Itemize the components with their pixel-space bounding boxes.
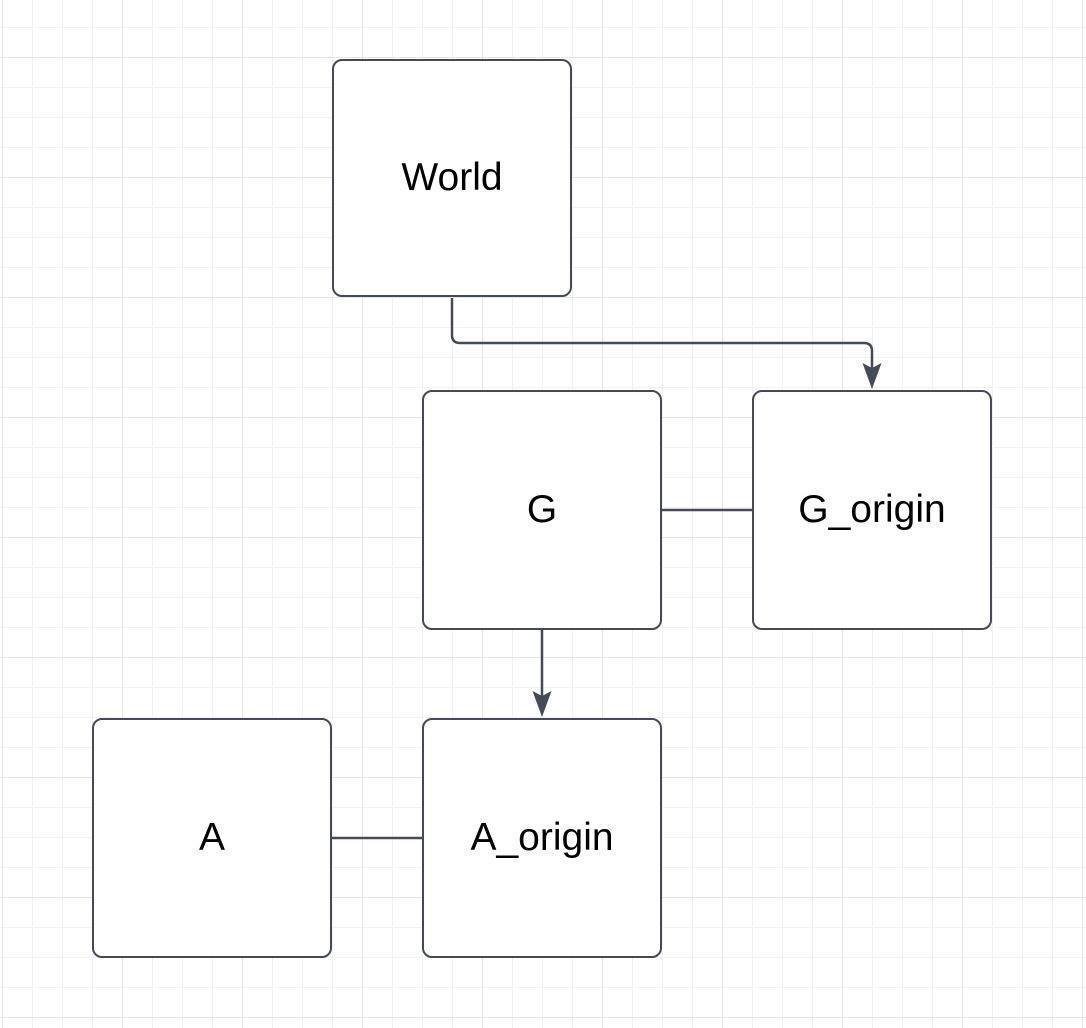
- node-g-origin-label: G_origin: [798, 487, 946, 531]
- node-g[interactable]: G: [422, 390, 662, 630]
- node-world[interactable]: World: [332, 59, 572, 297]
- node-a[interactable]: A: [92, 718, 332, 958]
- edge-world-g_origin[interactable]: [450, 298, 874, 369]
- node-g-origin[interactable]: G_origin: [752, 390, 992, 630]
- node-a-origin[interactable]: A_origin: [422, 718, 662, 958]
- node-a-label: A: [198, 815, 225, 859]
- node-a-origin-label: A_origin: [470, 815, 614, 859]
- node-world-label: World: [401, 155, 503, 199]
- node-g-label: G: [526, 487, 558, 531]
